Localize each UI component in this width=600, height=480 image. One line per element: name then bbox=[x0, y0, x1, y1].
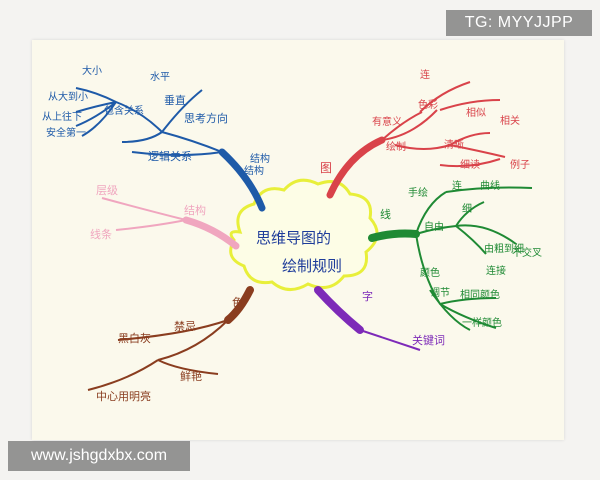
center-title-line-1: 思维导图的 bbox=[256, 229, 331, 247]
green-branch-stem bbox=[368, 229, 420, 242]
blue-word-10: 结构 bbox=[250, 152, 270, 165]
purple-word-1: 关键词 bbox=[412, 333, 445, 347]
green-word-7: 连接 bbox=[486, 264, 506, 277]
blue-word-4: 逻辑关系 bbox=[148, 149, 192, 163]
brown-word-3: 中心用明亮 bbox=[96, 389, 151, 403]
purple-branch-twig bbox=[359, 329, 421, 351]
blue-word-7: 从大到小 bbox=[48, 90, 88, 103]
center-cloud-outline bbox=[229, 178, 379, 291]
blue-word-3: 思考方向 bbox=[184, 111, 228, 125]
green-word-8: 细 bbox=[462, 202, 472, 215]
pink-branch-stem bbox=[182, 216, 240, 250]
green-word-2: 自由 bbox=[424, 220, 444, 233]
blue-word-5: 大小 bbox=[82, 64, 102, 77]
green-word-12: 一样颜色 bbox=[462, 316, 502, 329]
green-word-10: 调节 bbox=[430, 287, 450, 299]
green-word-11: 相同颜色 bbox=[460, 288, 500, 301]
red-branch-twigs bbox=[381, 81, 506, 168]
brown-branch-label: 色 bbox=[232, 295, 243, 309]
purple-branch-label: 字 bbox=[362, 289, 373, 303]
pink-branch-twigs bbox=[101, 197, 187, 231]
green-branch-label: 线 bbox=[380, 207, 391, 221]
pink-branch-label: 结构 bbox=[184, 203, 206, 217]
green-word-6: 不交叉 bbox=[512, 246, 542, 259]
brown-word-4: 鲜艳 bbox=[180, 369, 202, 383]
pink-word-2: 线条 bbox=[90, 227, 112, 241]
red-word-2: 色彩 bbox=[418, 98, 438, 111]
green-word-5: 由粗到细 bbox=[484, 242, 524, 255]
purple-branch-stem bbox=[314, 286, 364, 334]
blue-word-2: 垂直 bbox=[164, 93, 186, 107]
blue-word-6: 包含关系 bbox=[104, 104, 144, 117]
brown-branch-stem bbox=[224, 286, 254, 324]
red-word-8: 细读 bbox=[460, 158, 480, 171]
blue-branch-label: 结构 bbox=[244, 164, 264, 177]
green-word-1: 手绘 bbox=[408, 186, 428, 199]
brown-word-2: 禁忌 bbox=[174, 320, 196, 333]
pink-word-1: 层级 bbox=[96, 184, 118, 197]
brown-word-1: 黑白灰 bbox=[118, 331, 151, 345]
red-word-6: 相似 bbox=[466, 106, 486, 119]
red-word-1: 有意义 bbox=[372, 115, 402, 128]
blue-branch-twigs bbox=[75, 87, 223, 156]
red-word-5: 清晰 bbox=[444, 138, 464, 151]
center-title-line-2: 绘制规则 bbox=[282, 257, 342, 275]
brown-branch-twigs bbox=[87, 319, 229, 391]
red-word-3: 绘制 bbox=[386, 140, 406, 153]
red-word-9: 例子 bbox=[510, 158, 530, 171]
red-word-4: 连 bbox=[420, 68, 430, 81]
watermark-top: TG: MYYJJPP bbox=[446, 10, 592, 36]
blue-branch-stem bbox=[218, 148, 266, 212]
red-branch-label: 图 bbox=[320, 161, 332, 175]
blue-word-8: 从上往下 bbox=[42, 110, 82, 123]
green-word-3: 连 bbox=[452, 179, 462, 192]
green-branch-twigs bbox=[415, 186, 533, 331]
blue-word-1: 水平 bbox=[150, 71, 170, 83]
green-word-4: 曲线 bbox=[480, 179, 500, 192]
green-word-9: 颜色 bbox=[420, 266, 440, 279]
red-branch-stem bbox=[326, 136, 386, 199]
red-word-7: 相关 bbox=[500, 114, 520, 127]
blue-word-9: 安全第一 bbox=[46, 126, 86, 139]
watermark-bottom: www.jshgdxbx.com bbox=[8, 441, 190, 471]
